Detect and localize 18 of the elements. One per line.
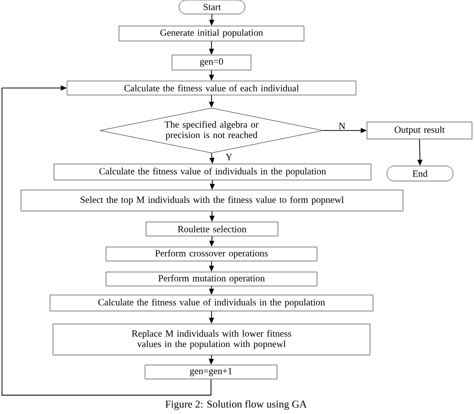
process-box: Output result <box>366 122 472 140</box>
process-box: Replace M individuals with lower fitness values in the population with popnewl <box>52 324 370 356</box>
process-box: gen=0 <box>172 54 252 70</box>
process-box: Generate initial population <box>118 26 304 42</box>
process-box: Perform mutation operation <box>106 272 318 286</box>
process-box: Select the top M individuals with the fitness value to form popnewl <box>20 190 404 212</box>
terminal-box: Start <box>178 0 246 14</box>
terminal-box: End <box>386 166 454 182</box>
process-box: Perform crossover operations <box>106 246 318 262</box>
caption: Figure 2: Solution flow using GA <box>165 400 307 410</box>
edge-label: N <box>338 122 346 130</box>
process-box: gen=gen+1 <box>144 364 278 380</box>
process-box: Roulette selection <box>146 222 278 236</box>
process-box: Calculate the fitness value of individuals in the population <box>50 294 374 312</box>
process-box: Calculate the fitness value of individuals in the population <box>54 164 372 180</box>
edge-label: Y <box>226 154 232 160</box>
process-box: Calculate the fitness value of each individual <box>66 80 356 96</box>
arrow <box>2 85 212 396</box>
